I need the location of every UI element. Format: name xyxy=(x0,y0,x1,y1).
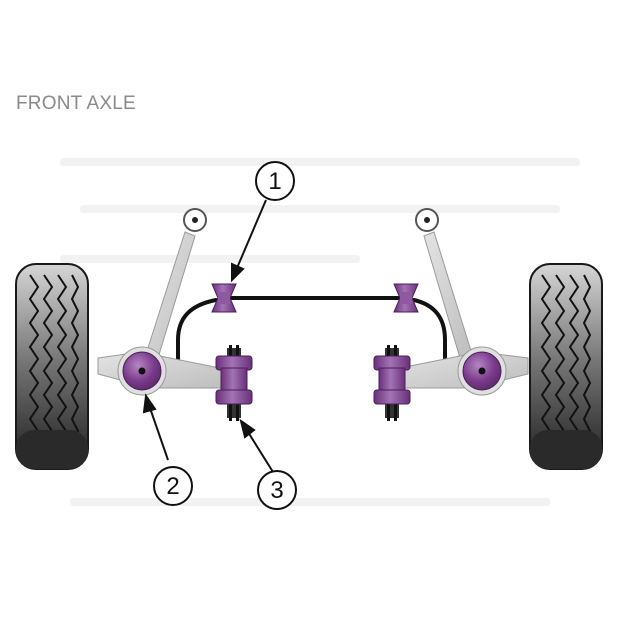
callout-3-label: 3 xyxy=(270,477,283,504)
callout-arrows xyxy=(142,199,274,473)
anti-roll-bar xyxy=(176,296,447,370)
right-anti-roll-bar-bush xyxy=(393,283,419,313)
left-wishbone-rear-bush xyxy=(215,345,253,421)
callout-1: 1 xyxy=(255,161,295,201)
right-strut xyxy=(415,208,473,359)
diagram-title: FRONT AXLE xyxy=(16,93,136,114)
left-anti-roll-bar-bush xyxy=(211,283,237,313)
callout-1-label: 1 xyxy=(268,168,281,195)
callout-2: 2 xyxy=(153,466,193,506)
left-wishbone-front-bush xyxy=(117,346,167,396)
left-strut xyxy=(145,208,207,359)
faint-background-marks xyxy=(60,158,580,506)
left-tyre xyxy=(15,263,89,470)
right-wishbone-front-bush xyxy=(457,346,507,396)
right-tyre xyxy=(529,263,603,470)
callout-2-label: 2 xyxy=(166,473,179,500)
right-wishbone-rear-bush xyxy=(373,345,411,421)
callout-3: 3 xyxy=(257,470,297,510)
